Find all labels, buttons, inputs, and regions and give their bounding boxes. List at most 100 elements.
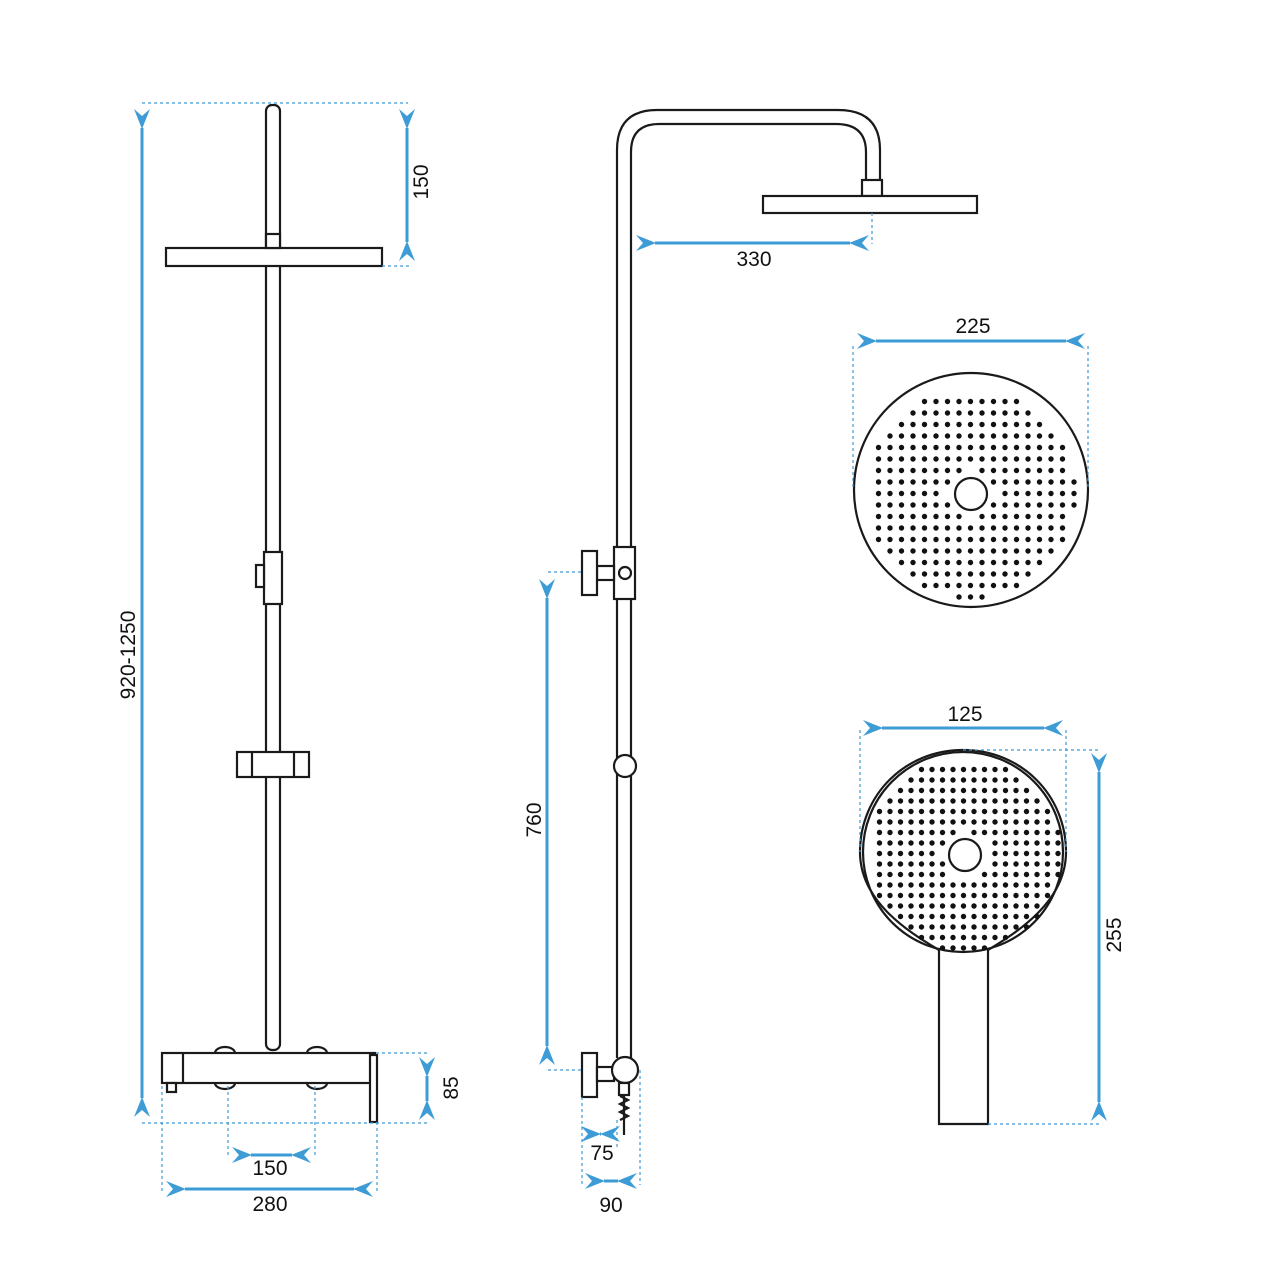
nozzle-dot [992,924,998,930]
nozzle-dot [992,829,998,836]
nozzle-dot [1025,490,1031,497]
nozzle-dot [918,819,925,825]
nozzle-dot [918,850,925,857]
nozzle-dot [908,871,914,878]
nozzle-dot [1025,548,1031,554]
nozzle-dot [933,479,939,485]
nozzle-dot [933,467,939,474]
nozzle-dot [979,410,985,416]
nozzle-dot [1013,479,1020,485]
nozzle-dot [992,913,998,920]
nozzle-dot [910,490,916,497]
nozzle-dot [944,513,951,520]
nozzle-dot [1002,892,1009,899]
nozzle-dot [1025,421,1031,428]
nozzle-dot [1055,861,1061,867]
nozzle-dot [887,861,893,867]
nozzle-dot [908,777,914,783]
nozzle-dot [1048,536,1054,543]
nozzle-dot [990,433,997,439]
nozzle-dot [929,766,935,773]
nozzle-dot [992,871,998,878]
nozzle-dot [1013,777,1019,783]
nozzle-dot [979,398,985,405]
nozzle-dot [1048,467,1054,474]
nozzle-dot [992,798,998,804]
nozzle-dot [944,398,951,405]
nozzle-dot [898,548,905,554]
nozzle-dot [929,840,935,846]
nozzle-dot [981,819,988,825]
side-sleeve-knob [617,565,633,581]
nozzle-dot [1025,410,1031,416]
nozzle-dot [971,766,977,773]
nozzle-dot [950,882,956,888]
nozzle-dot [898,444,905,451]
nozzle-dot [967,410,974,416]
nozzle-dot [921,513,928,520]
nozzle-dot [897,892,904,899]
side-valve-handle [580,549,599,597]
nozzle-dot [897,808,904,815]
nozzle-dot [921,559,928,566]
nozzle-dot [990,398,997,405]
nozzle-dot [979,456,985,462]
nozzle-dot [1002,421,1008,428]
nozzle-dot [992,777,998,783]
nozzle-dot [933,490,939,497]
nozzle-dot [1036,502,1043,508]
nozzle-dot [960,808,967,815]
nozzle-dot [1036,421,1043,428]
nozzle-dot [990,582,997,589]
nozzle-dot [1013,840,1019,846]
nozzle-dot [971,945,977,951]
nozzle-dot [1059,536,1066,543]
nozzle-dot [1002,479,1008,485]
nozzle-dot [1002,913,1009,920]
nozzle-dot [979,582,985,589]
nozzle-dot [1013,850,1019,857]
nozzle-dot [921,467,928,474]
nozzle-dot [898,502,905,508]
nozzle-dot [981,766,988,773]
nozzle-dot [944,525,951,531]
nozzle-dot [929,934,935,941]
nozzle-dot [908,840,914,846]
nozzle-dot [971,819,977,825]
nozzle-dot [1025,456,1031,462]
nozzle-dot [1055,850,1061,857]
nozzle-dot [887,829,893,836]
nozzle-dot [898,433,905,439]
nozzle-dot [1013,871,1019,878]
nozzle-dot [992,850,998,857]
inlet-spacing-label: 150 [252,1157,287,1180]
nozzle-dot [1034,829,1040,836]
nozzle-dot [950,892,956,899]
nozzle-dot [990,444,997,451]
nozzle-dot [979,433,985,439]
nozzle-dot [992,819,998,825]
nozzle-dot [1013,525,1020,531]
nozzle-dot [992,903,998,909]
nozzle-dot [971,892,977,899]
nozzle-dot [967,433,974,439]
nozzle-dot [1048,479,1054,485]
nozzle-dot [921,433,928,439]
nozzle-dot [950,777,956,783]
nozzle-dot [990,467,997,474]
hand-shower-face [861,750,1065,954]
nozzle-dot [875,525,882,531]
nozzle-dot [933,444,939,451]
nozzle-dot [908,819,914,825]
nozzle-dot [956,536,962,543]
nozzle-dot [1036,444,1043,451]
nozzle-dot [1002,882,1009,888]
nozzle-dot [875,490,882,497]
nozzle-dot [1025,571,1031,577]
nozzle-dot [1048,444,1054,451]
front-sleeve-knob [254,563,266,589]
nozzle-dot [1044,819,1051,825]
nozzle-dot [898,536,905,543]
nozzle-dot [939,819,946,825]
nozzle-dot [887,903,893,909]
